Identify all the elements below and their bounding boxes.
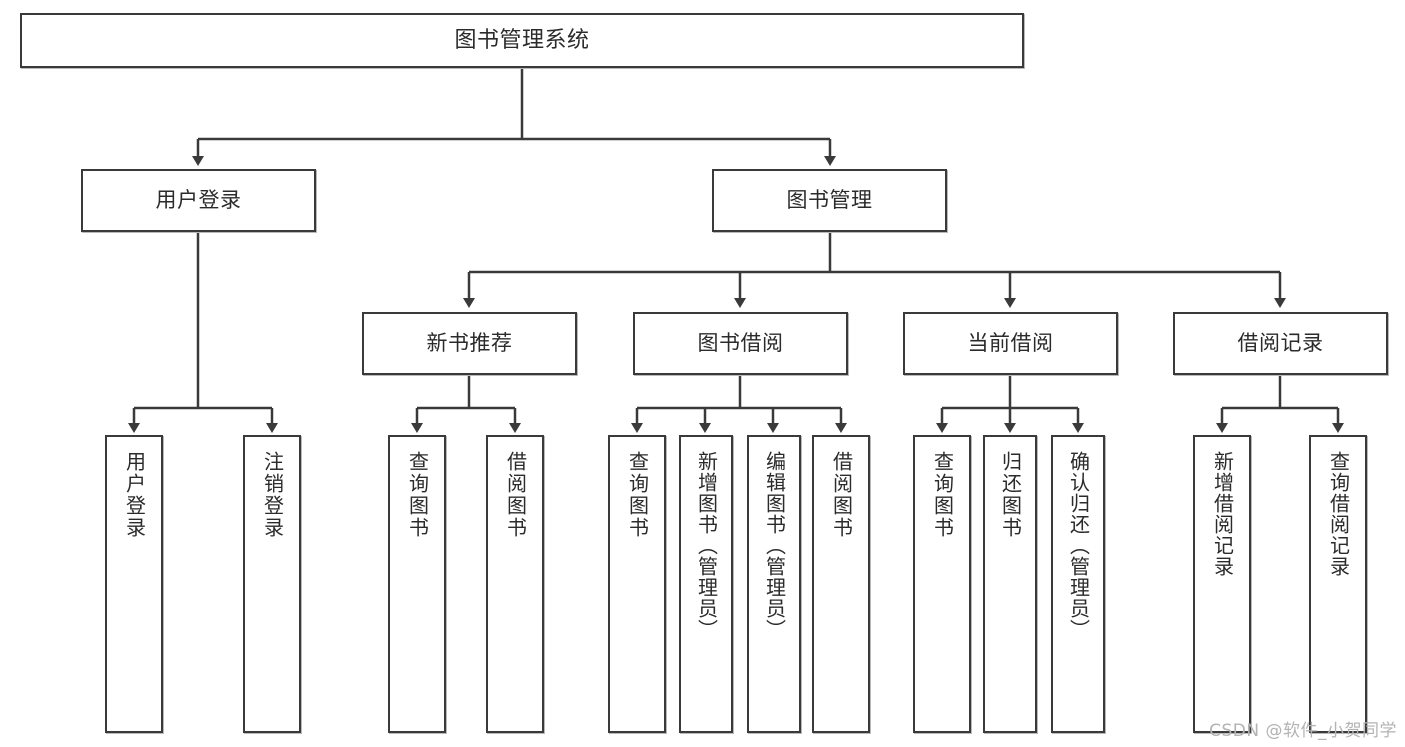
node-label: 借阅记录 (1237, 331, 1324, 356)
node-leaf-return-book[interactable]: 归还图书 (983, 435, 1037, 733)
node-label: 查询图书 (625, 451, 650, 539)
node-book-borrow[interactable]: 图书借阅 (633, 312, 848, 375)
node-label: 注销登录 (260, 451, 285, 539)
node-leaf-query-book-borrow[interactable]: 查询图书 (608, 435, 666, 733)
node-label: 确认归还（管理员） (1066, 451, 1091, 640)
node-label: 新增借阅记录 (1210, 451, 1235, 577)
node-label: 编辑图书（管理员） (762, 451, 787, 640)
node-leaf-query-book-current[interactable]: 查询图书 (913, 435, 971, 733)
node-label: 新书推荐 (426, 331, 513, 356)
node-label: 图书管理系统 (454, 27, 590, 53)
node-leaf-query-book-recommend[interactable]: 查询图书 (388, 435, 446, 733)
node-leaf-edit-book-admin[interactable]: 编辑图书（管理员） (747, 435, 801, 733)
node-label: 用户登录 (122, 451, 147, 539)
node-leaf-logout[interactable]: 注销登录 (243, 435, 301, 733)
node-label: 用户登录 (155, 188, 242, 213)
node-leaf-borrow-book[interactable]: 借阅图书 (812, 435, 870, 733)
node-label: 借阅图书 (503, 451, 528, 539)
node-leaf-confirm-return-admin[interactable]: 确认归还（管理员） (1051, 435, 1105, 733)
node-label: 借阅图书 (829, 451, 854, 539)
node-leaf-add-book-admin[interactable]: 新增图书（管理员） (679, 435, 733, 733)
node-current-borrow[interactable]: 当前借阅 (903, 312, 1118, 375)
csdn-watermark: CSDN @软件_小贺同学 (1209, 721, 1397, 741)
node-label: 图书借阅 (697, 331, 784, 356)
node-borrow-record[interactable]: 借阅记录 (1173, 312, 1388, 375)
node-label: 图书管理 (786, 188, 873, 213)
node-leaf-add-borrow-record[interactable]: 新增借阅记录 (1193, 435, 1251, 733)
node-new-book-recommendation[interactable]: 新书推荐 (362, 312, 577, 375)
node-label: 查询图书 (930, 451, 955, 539)
node-leaf-borrow-book-recommend[interactable]: 借阅图书 (486, 435, 544, 733)
node-book-management[interactable]: 图书管理 (712, 169, 947, 232)
node-leaf-user-login[interactable]: 用户登录 (105, 435, 163, 733)
node-label: 新增图书（管理员） (694, 451, 719, 640)
node-label: 查询图书 (405, 451, 430, 539)
node-leaf-query-borrow-record[interactable]: 查询借阅记录 (1309, 435, 1367, 733)
node-user-login[interactable]: 用户登录 (81, 169, 316, 232)
node-root-system[interactable]: 图书管理系统 (20, 13, 1024, 68)
node-label: 当前借阅 (967, 331, 1054, 356)
node-label: 查询借阅记录 (1326, 451, 1351, 577)
node-label: 归还图书 (998, 451, 1023, 539)
